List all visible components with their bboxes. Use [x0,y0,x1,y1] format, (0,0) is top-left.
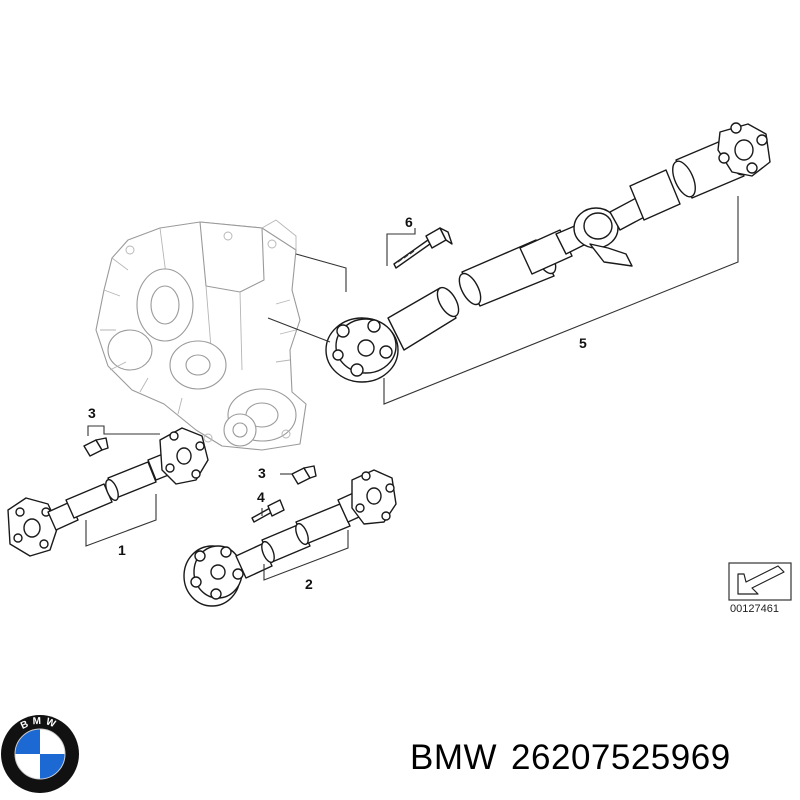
callout-2: 2 [305,576,313,592]
arrow-icon [737,565,785,595]
leader-line-6 [295,253,347,292]
logo-lettering: BMW [19,716,57,732]
bolt-3-left [83,425,160,457]
svg-text:BMW: BMW [19,716,61,732]
callout-3-right: 3 [258,465,266,481]
driveshaft-2 [183,469,397,607]
callout-1: 1 [118,542,126,558]
leader-line-5 [267,317,331,343]
caption-part-number: 26207525969 [511,738,731,777]
reference-code: 00127461 [730,603,779,615]
transfer-case-ghost [95,219,307,451]
driveshaft-5 [325,122,771,405]
direction-arrow-box [728,562,792,601]
bolt-6 [386,227,453,269]
caption-brand: BMW [410,738,498,777]
part-caption: BMW 26207525969 [410,738,731,778]
driveshaft-1 [7,427,209,557]
callout-3-left: 3 [88,405,96,421]
bolt-3-right [280,465,317,485]
logo-quadrant-br [40,754,65,779]
bolt-4 [251,499,285,523]
callout-6: 6 [405,214,413,230]
callout-4: 4 [257,489,265,505]
logo-quadrant-tl [15,729,40,754]
center-bearing [573,207,633,267]
bmw-logo: BMW [1,715,79,793]
callout-5: 5 [579,335,587,351]
